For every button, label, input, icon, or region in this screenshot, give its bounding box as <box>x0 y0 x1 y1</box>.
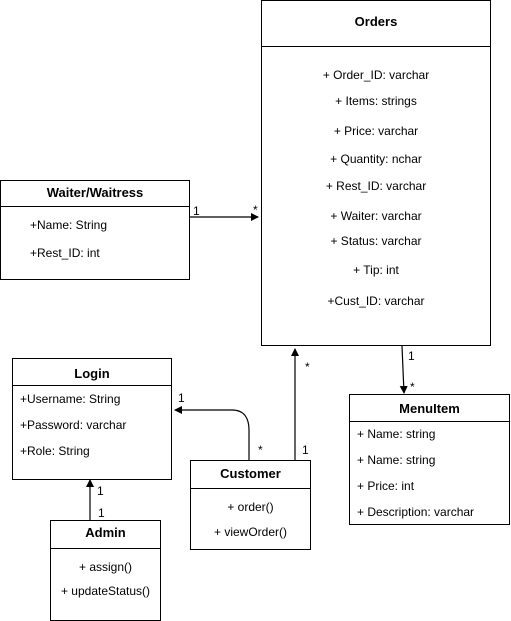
orders-attr: +Cust_ID: varchar <box>327 294 425 308</box>
orders-menuitem-association <box>399 345 408 394</box>
menuitem-class-title: MenuItem <box>399 401 460 416</box>
waiter-class[interactable]: Waiter/Waitress +Name: String +Rest_ID: … <box>0 180 190 280</box>
waiter-class-separator <box>1 206 189 207</box>
orders-attr: + Waiter: varchar <box>330 209 422 223</box>
customer-method: + viewOrder() <box>213 525 287 539</box>
multiplicity-label: 1 <box>98 506 105 520</box>
multiplicity-label: 1 <box>408 349 415 363</box>
login-attr: +Username: String <box>20 392 121 406</box>
waiter-class-title: Waiter/Waitress <box>46 185 144 200</box>
orders-attr: + Tip: int <box>353 263 399 277</box>
multiplicity-label: * <box>410 380 415 394</box>
customer-class-separator <box>191 488 310 489</box>
customer-login-association <box>174 406 250 460</box>
login-class[interactable]: Login +Username: String +Password: varch… <box>12 358 172 480</box>
menuitem-attr: + Price: int <box>357 479 415 493</box>
orders-attr: + Items: strings <box>335 94 417 108</box>
menuitem-class[interactable]: MenuItem + Name: string + Name: string +… <box>349 394 510 525</box>
login-class-title: Login <box>74 366 110 381</box>
multiplicity-label: 1 <box>97 484 104 498</box>
orders-attr: + Order_ID: varchar <box>322 68 430 82</box>
multiplicity-label: * <box>305 360 310 374</box>
admin-method: + updateStatus() <box>60 584 151 598</box>
admin-class-title: Admin <box>85 525 126 540</box>
menuitem-attr: + Name: string <box>357 453 436 467</box>
orders-attr: + Status: varchar <box>330 234 422 248</box>
orders-attr: + Price: varchar <box>333 124 419 138</box>
login-attr: +Role: String <box>20 444 90 458</box>
orders-class[interactable]: Orders + Order_ID: varchar + Items: stri… <box>261 0 491 346</box>
admin-class-separator <box>51 548 160 549</box>
multiplicity-label: 1 <box>302 443 309 457</box>
login-attr: +Password: varchar <box>20 418 127 432</box>
menuitem-class-separator <box>350 421 509 422</box>
login-class-separator <box>13 385 171 386</box>
orders-class-separator <box>262 46 490 47</box>
orders-attr: + Rest_ID: varchar <box>325 179 427 193</box>
multiplicity-label: * <box>253 203 258 217</box>
admin-method: + assign() <box>78 560 133 574</box>
orders-attr: + Quantity: nchar <box>330 152 422 166</box>
multiplicity-label: * <box>258 443 263 457</box>
menuitem-attr: + Description: varchar <box>357 505 475 519</box>
multiplicity-label: 1 <box>178 391 185 405</box>
menuitem-attr: + Name: string <box>357 427 436 441</box>
waiter-attr: +Name: String <box>30 218 108 232</box>
customer-method: + order() <box>227 500 274 514</box>
customer-class[interactable]: Customer + order() + viewOrder() <box>190 460 311 550</box>
multiplicity-label: 1 <box>193 204 200 218</box>
customer-class-title: Customer <box>220 466 281 481</box>
orders-class-title: Orders <box>354 14 398 29</box>
admin-class[interactable]: Admin + assign() + updateStatus() <box>50 520 161 621</box>
waiter-attr: +Rest_ID: int <box>30 246 100 260</box>
